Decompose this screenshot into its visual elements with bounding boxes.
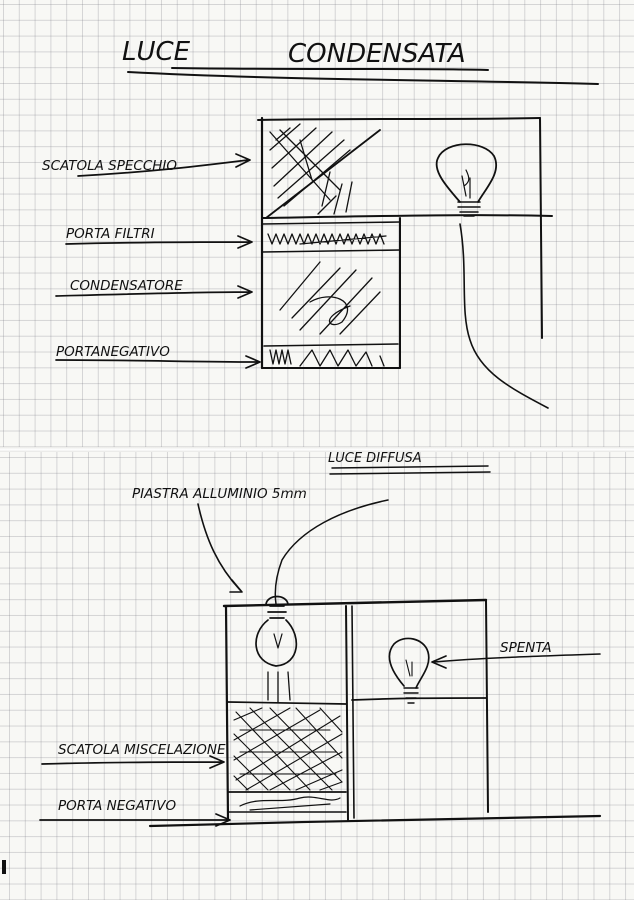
mixing-hatching (233, 707, 343, 791)
label-filter-holder: PORTA FILTRI (66, 226, 155, 242)
lamp-cable (459, 223, 549, 409)
arrow-mirror-box (77, 153, 251, 177)
frame-right (485, 599, 489, 813)
bottom-title: LUCE DIFFUSA (328, 451, 422, 466)
bulb-icon (435, 143, 497, 217)
arrow-negative-holder-top (55, 355, 261, 369)
title-underline-2 (127, 71, 599, 85)
baseline (148, 814, 602, 828)
shelf-bottom (351, 697, 487, 701)
arrow-off (431, 653, 601, 669)
label-condenser: CONDENSATORE (70, 278, 183, 294)
label-mirror-box: SCATOLA SPECCHIO (42, 158, 177, 174)
edge-mark (2, 860, 6, 874)
aluminium-plate (222, 598, 488, 608)
bottom-title-underline (329, 465, 491, 475)
frame-middle (345, 605, 349, 821)
arrow-mixing-box (41, 755, 225, 769)
box-top (257, 117, 541, 121)
arrow-filter-holder (65, 235, 253, 249)
bulb-off-icon (388, 637, 430, 704)
box-right-wall (539, 117, 543, 339)
arrow-negative-holder-bottom (39, 813, 231, 827)
arrow-condenser (55, 285, 253, 299)
bulb-lit-icon (255, 595, 298, 703)
label-negative-holder-top: PORTANEGATIVO (56, 344, 170, 360)
shelf-line (261, 214, 553, 219)
label-aluminium-plate: PIASTRA ALLUMINIO 5mm (132, 486, 307, 502)
negative-top (263, 343, 399, 347)
filter-scribble (267, 233, 387, 245)
frame-middle-2 (351, 605, 355, 819)
negative-scribble (269, 349, 385, 367)
frame-left (224, 604, 230, 822)
mirror-strokes (317, 171, 353, 215)
bottom-sketch: LUCE DIFFUSA PIASTRA ALLUMINIO 5mm (39, 451, 602, 828)
paper-seam (0, 447, 634, 452)
mirror-hatching (269, 123, 351, 207)
top-title-right: CONDENSATA (288, 39, 466, 69)
top-title-left: LUCE (122, 37, 191, 67)
title-underline-1 (171, 67, 489, 71)
filter-top (261, 221, 401, 225)
label-off: SPENTA (500, 640, 552, 656)
arrow-aluminium-plate (197, 503, 243, 593)
label-negative-holder-bottom: PORTA NEGATIVO (58, 798, 176, 814)
lamp-cable-bottom (274, 499, 389, 605)
label-mixing-box: SCATOLA MISCELAZIONE (58, 742, 226, 758)
light-rays (267, 671, 291, 703)
negative-scribble-bottom (239, 796, 341, 811)
top-sketch: LUCE CONDENSATA (42, 37, 599, 409)
mirror-diagonal (265, 129, 381, 219)
mixing-top (227, 701, 347, 705)
condenser-hatching (279, 261, 381, 335)
condenser-top (261, 249, 401, 253)
